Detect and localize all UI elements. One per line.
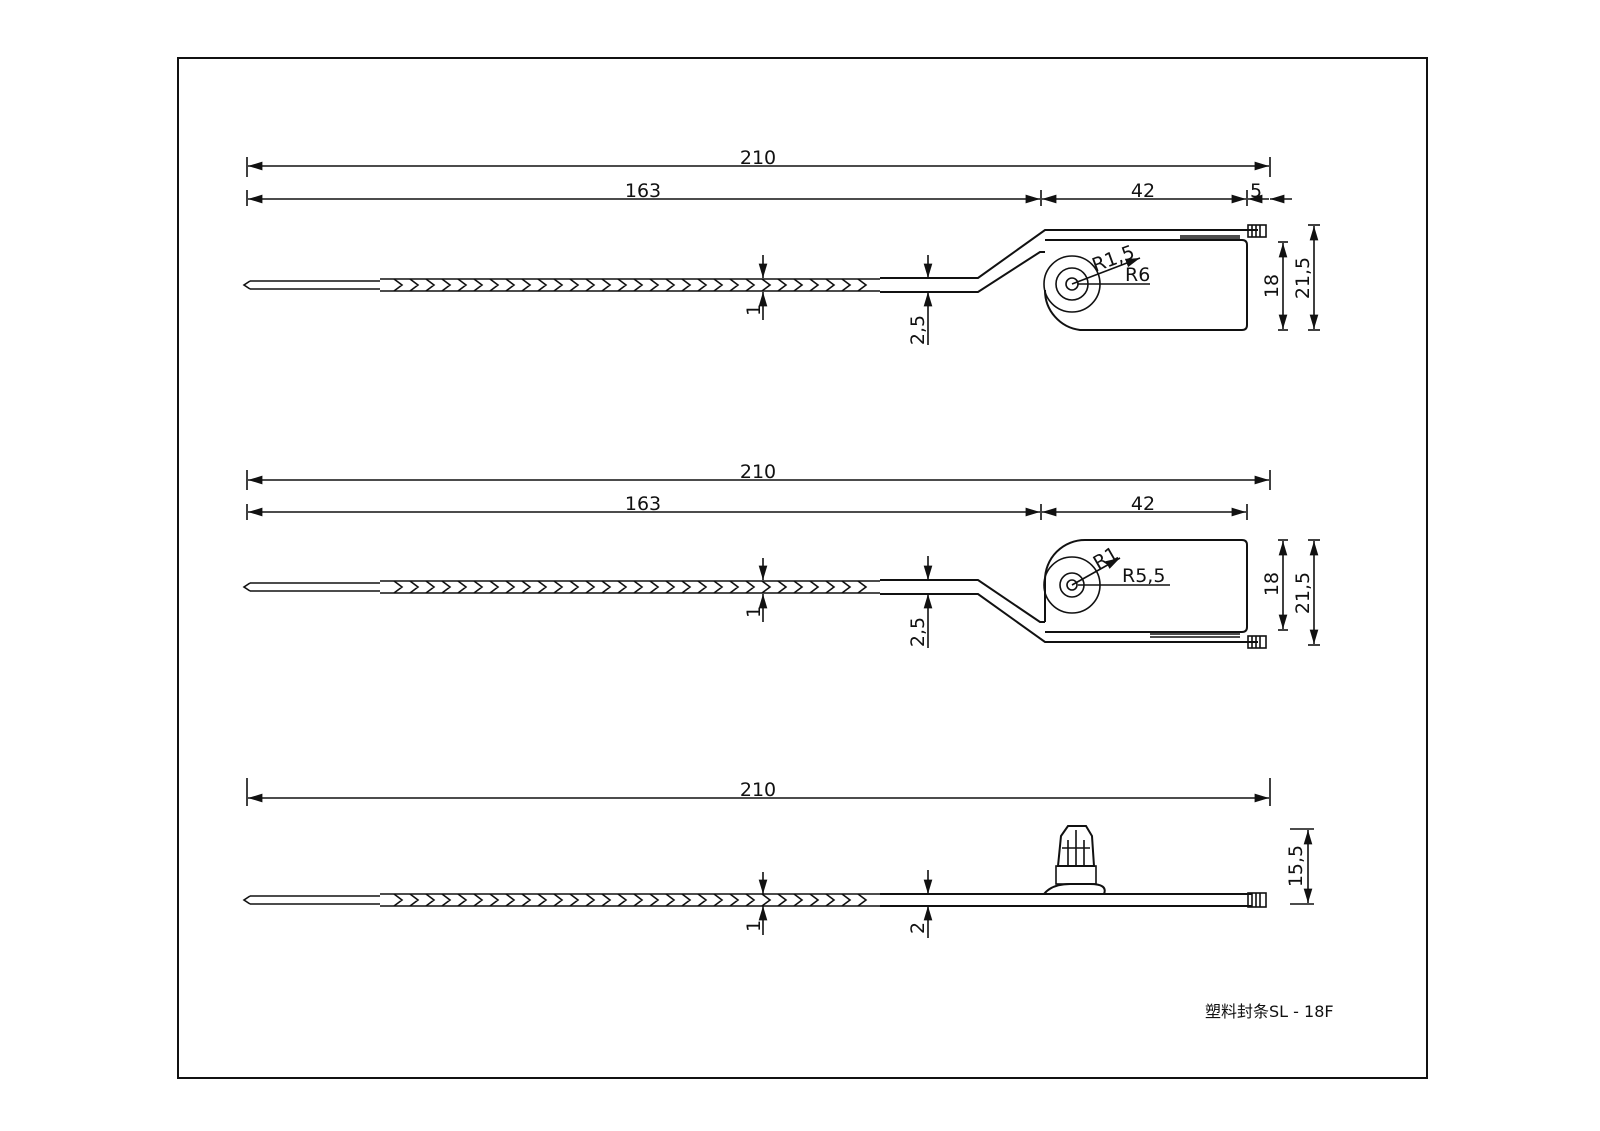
dim-strap-length-label-2: 163 bbox=[625, 493, 661, 515]
dim-end-label: 5 bbox=[1250, 180, 1262, 202]
dim-height-inner-label-2: 18 bbox=[1261, 572, 1283, 596]
dim-height-outer-label-2: 21,5 bbox=[1292, 572, 1314, 614]
dim-height-outer-label: 21,5 bbox=[1292, 257, 1314, 299]
dim-overall-length: 210 bbox=[246, 147, 1271, 177]
dim-overall-length-label-2: 210 bbox=[740, 461, 776, 483]
dim-strap-length-label: 163 bbox=[625, 180, 661, 202]
title-block: 塑料封条SL - 18F bbox=[1205, 1002, 1334, 1021]
strap-teeth bbox=[393, 278, 868, 292]
dim-segment-lengths: 163 42 5 bbox=[246, 180, 1292, 206]
dim-strap-thickness-label-3: 1 bbox=[743, 920, 765, 932]
dim-height-inner-label: 18 bbox=[1261, 274, 1283, 298]
dim-thickness: 1 2,5 bbox=[743, 255, 933, 345]
strap-teeth-3 bbox=[393, 893, 868, 907]
dim-heights-2: 18 21,5 bbox=[1261, 539, 1320, 646]
dim-strap-thickness-label: 1 bbox=[743, 304, 765, 316]
strap-teeth-2 bbox=[393, 580, 868, 594]
dim-head-length-label: 42 bbox=[1131, 180, 1155, 202]
dim-neck-thickness-label-3: 2 bbox=[907, 922, 929, 934]
dim-heights: 18 21,5 bbox=[1261, 224, 1320, 331]
dim-overall-length-2: 210 bbox=[246, 461, 1271, 490]
dim-overall-length-label-3: 210 bbox=[740, 779, 776, 801]
dim-neck-thickness-label-2: 2,5 bbox=[907, 617, 929, 647]
drawing-frame bbox=[177, 57, 1428, 1079]
dim-head-height: 15,5 bbox=[1285, 828, 1314, 905]
seal-strap-3 bbox=[242, 825, 1267, 908]
dim-segment-lengths-2: 163 42 bbox=[246, 493, 1248, 520]
dim-thickness-2: 1 2,5 bbox=[743, 556, 933, 648]
dim-head-height-label: 15,5 bbox=[1285, 845, 1307, 887]
dim-thickness-3: 1 2 bbox=[743, 870, 933, 938]
dim-overall-length-label: 210 bbox=[740, 147, 776, 169]
dim-overall-length-3: 210 bbox=[246, 778, 1271, 806]
top-view: 210 163 42 5 bbox=[242, 147, 1320, 345]
side-view: 210 15,5 1 bbox=[242, 778, 1314, 938]
middle-view: 210 163 42 R1 R5,5 bbox=[242, 461, 1320, 649]
dim-head-length-label-2: 42 bbox=[1131, 493, 1155, 515]
locking-head bbox=[1043, 825, 1106, 895]
dim-radius-outer-label-2: R5,5 bbox=[1122, 565, 1165, 587]
dim-neck-thickness-label: 2,5 bbox=[907, 315, 929, 345]
dim-radius-outer-label: R6 bbox=[1125, 264, 1150, 286]
dim-strap-thickness-label-2: 1 bbox=[743, 606, 765, 618]
